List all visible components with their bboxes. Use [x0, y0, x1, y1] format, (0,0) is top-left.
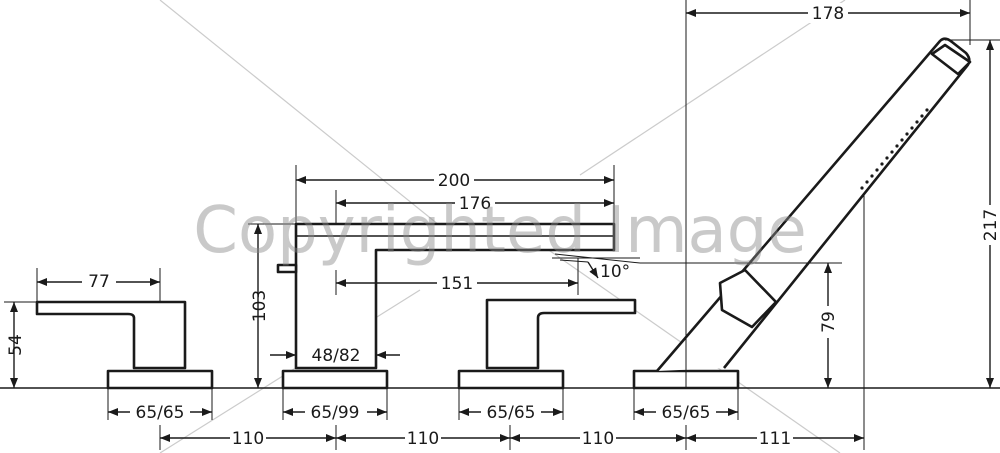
dim-54: 54 [6, 334, 26, 356]
dim-base-1: 65/65 [136, 403, 185, 423]
dim-spacing-2: 110 [407, 429, 439, 449]
dim-48-82: 48/82 [312, 346, 361, 366]
dim-151: 151 [441, 274, 473, 294]
dim-178: 178 [812, 4, 844, 24]
dimension-labels: 77 54 65/65 200 176 103 151 10° 48/82 65… [6, 3, 1000, 449]
dim-base-shower: 65/65 [662, 403, 711, 423]
dim-176: 176 [459, 194, 491, 214]
dim-spacing-1: 110 [232, 429, 264, 449]
dim-spacing-4: 111 [759, 429, 791, 449]
left-handle [35, 300, 214, 390]
dim-base-spout: 65/99 [311, 403, 360, 423]
dim-217: 217 [981, 209, 1000, 241]
dim-77: 77 [88, 272, 110, 292]
dim-200: 200 [438, 171, 470, 191]
right-handle [457, 298, 637, 390]
dim-base-3: 65/65 [487, 403, 536, 423]
dim-angle: 10° [600, 262, 630, 282]
watermark-text: Copyrighted Image [193, 194, 807, 268]
dim-spacing-3: 110 [582, 429, 614, 449]
shower-nozzles [860, 108, 929, 190]
dim-79: 79 [819, 311, 839, 333]
dim-103: 103 [250, 290, 270, 322]
